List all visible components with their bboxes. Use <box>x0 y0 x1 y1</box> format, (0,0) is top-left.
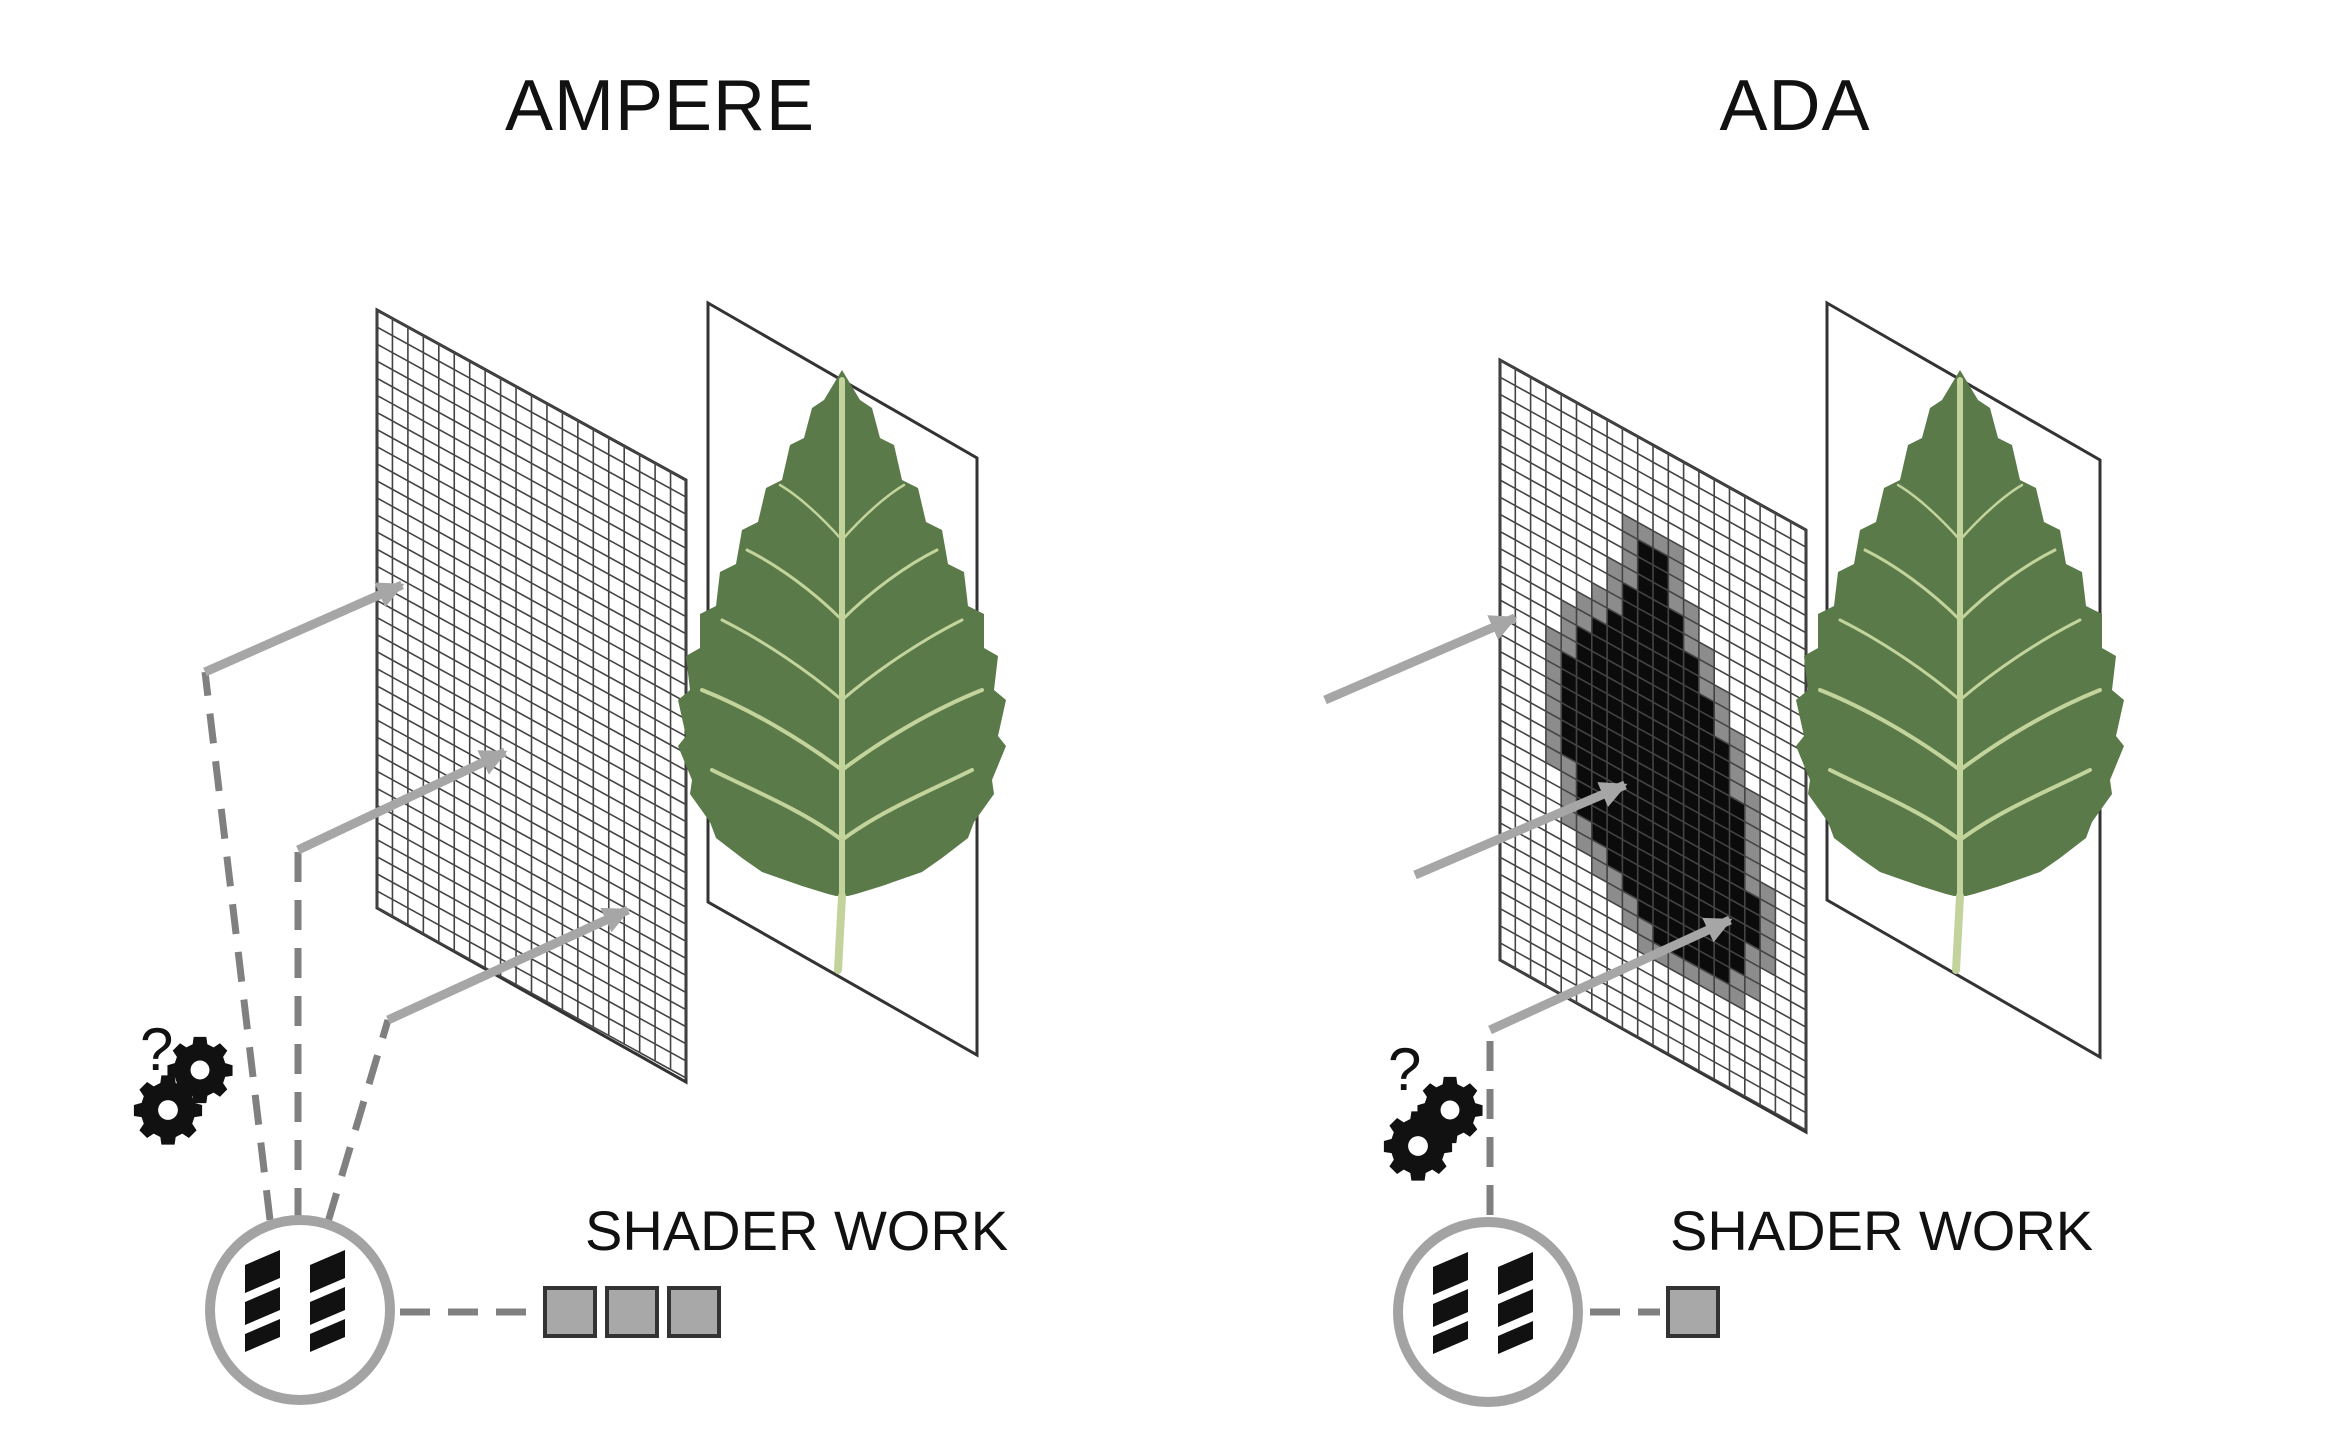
leaf-image-ampere <box>678 300 1006 1058</box>
arrow-2 <box>296 747 508 855</box>
shader-work-unit <box>605 1286 659 1338</box>
sample-grid-ada <box>1498 357 1808 1135</box>
panel-ampere: AMPERE ? <box>133 66 1008 1405</box>
arrow-1 <box>203 580 405 677</box>
grid-lines-ada <box>1499 359 1807 1131</box>
grid-lines-ampere <box>376 309 687 1079</box>
gear-icon-ada: ? <box>1383 1036 1483 1181</box>
dashed-path-3 <box>324 1019 392 1223</box>
shader-work-label-ampere: SHADER WORK <box>585 1199 1008 1262</box>
gear-icon-ampere: ? <box>133 1016 233 1145</box>
panel-ada: ADA ? <box>1323 66 2124 1407</box>
panel-title-ada: ADA <box>1719 66 1870 146</box>
processor-icon-ada <box>1393 1217 1583 1407</box>
panel-title-ampere: AMPERE <box>505 66 815 146</box>
dashed-paths-ada <box>1486 1030 1660 1316</box>
shader-work-units-ampere <box>543 1286 721 1338</box>
shader-work-unit <box>1666 1286 1720 1338</box>
arrow-ada-3 <box>1488 915 1733 1035</box>
arrow-ada-1 <box>1323 613 1518 705</box>
shader-work-units-ada <box>1666 1286 1720 1338</box>
arrow-3 <box>386 905 631 1025</box>
sample-grid-ampere <box>375 307 688 1085</box>
sample-arrows-ada <box>1323 613 1733 1035</box>
sample-arrows-ampere <box>203 580 631 1025</box>
shader-work-unit <box>667 1286 721 1338</box>
arrow-ada-2 <box>1413 780 1628 880</box>
dashed-paths-ampere <box>201 671 540 1316</box>
dashed-path-1 <box>201 671 274 1221</box>
unknown-mark-ada: ? <box>1388 1036 1421 1103</box>
shader-work-label-ada: SHADER WORK <box>1670 1199 2093 1262</box>
processor-icon-ampere <box>205 1215 395 1405</box>
leaf-image-ada <box>1796 300 2124 1060</box>
shader-work-unit <box>543 1286 597 1338</box>
